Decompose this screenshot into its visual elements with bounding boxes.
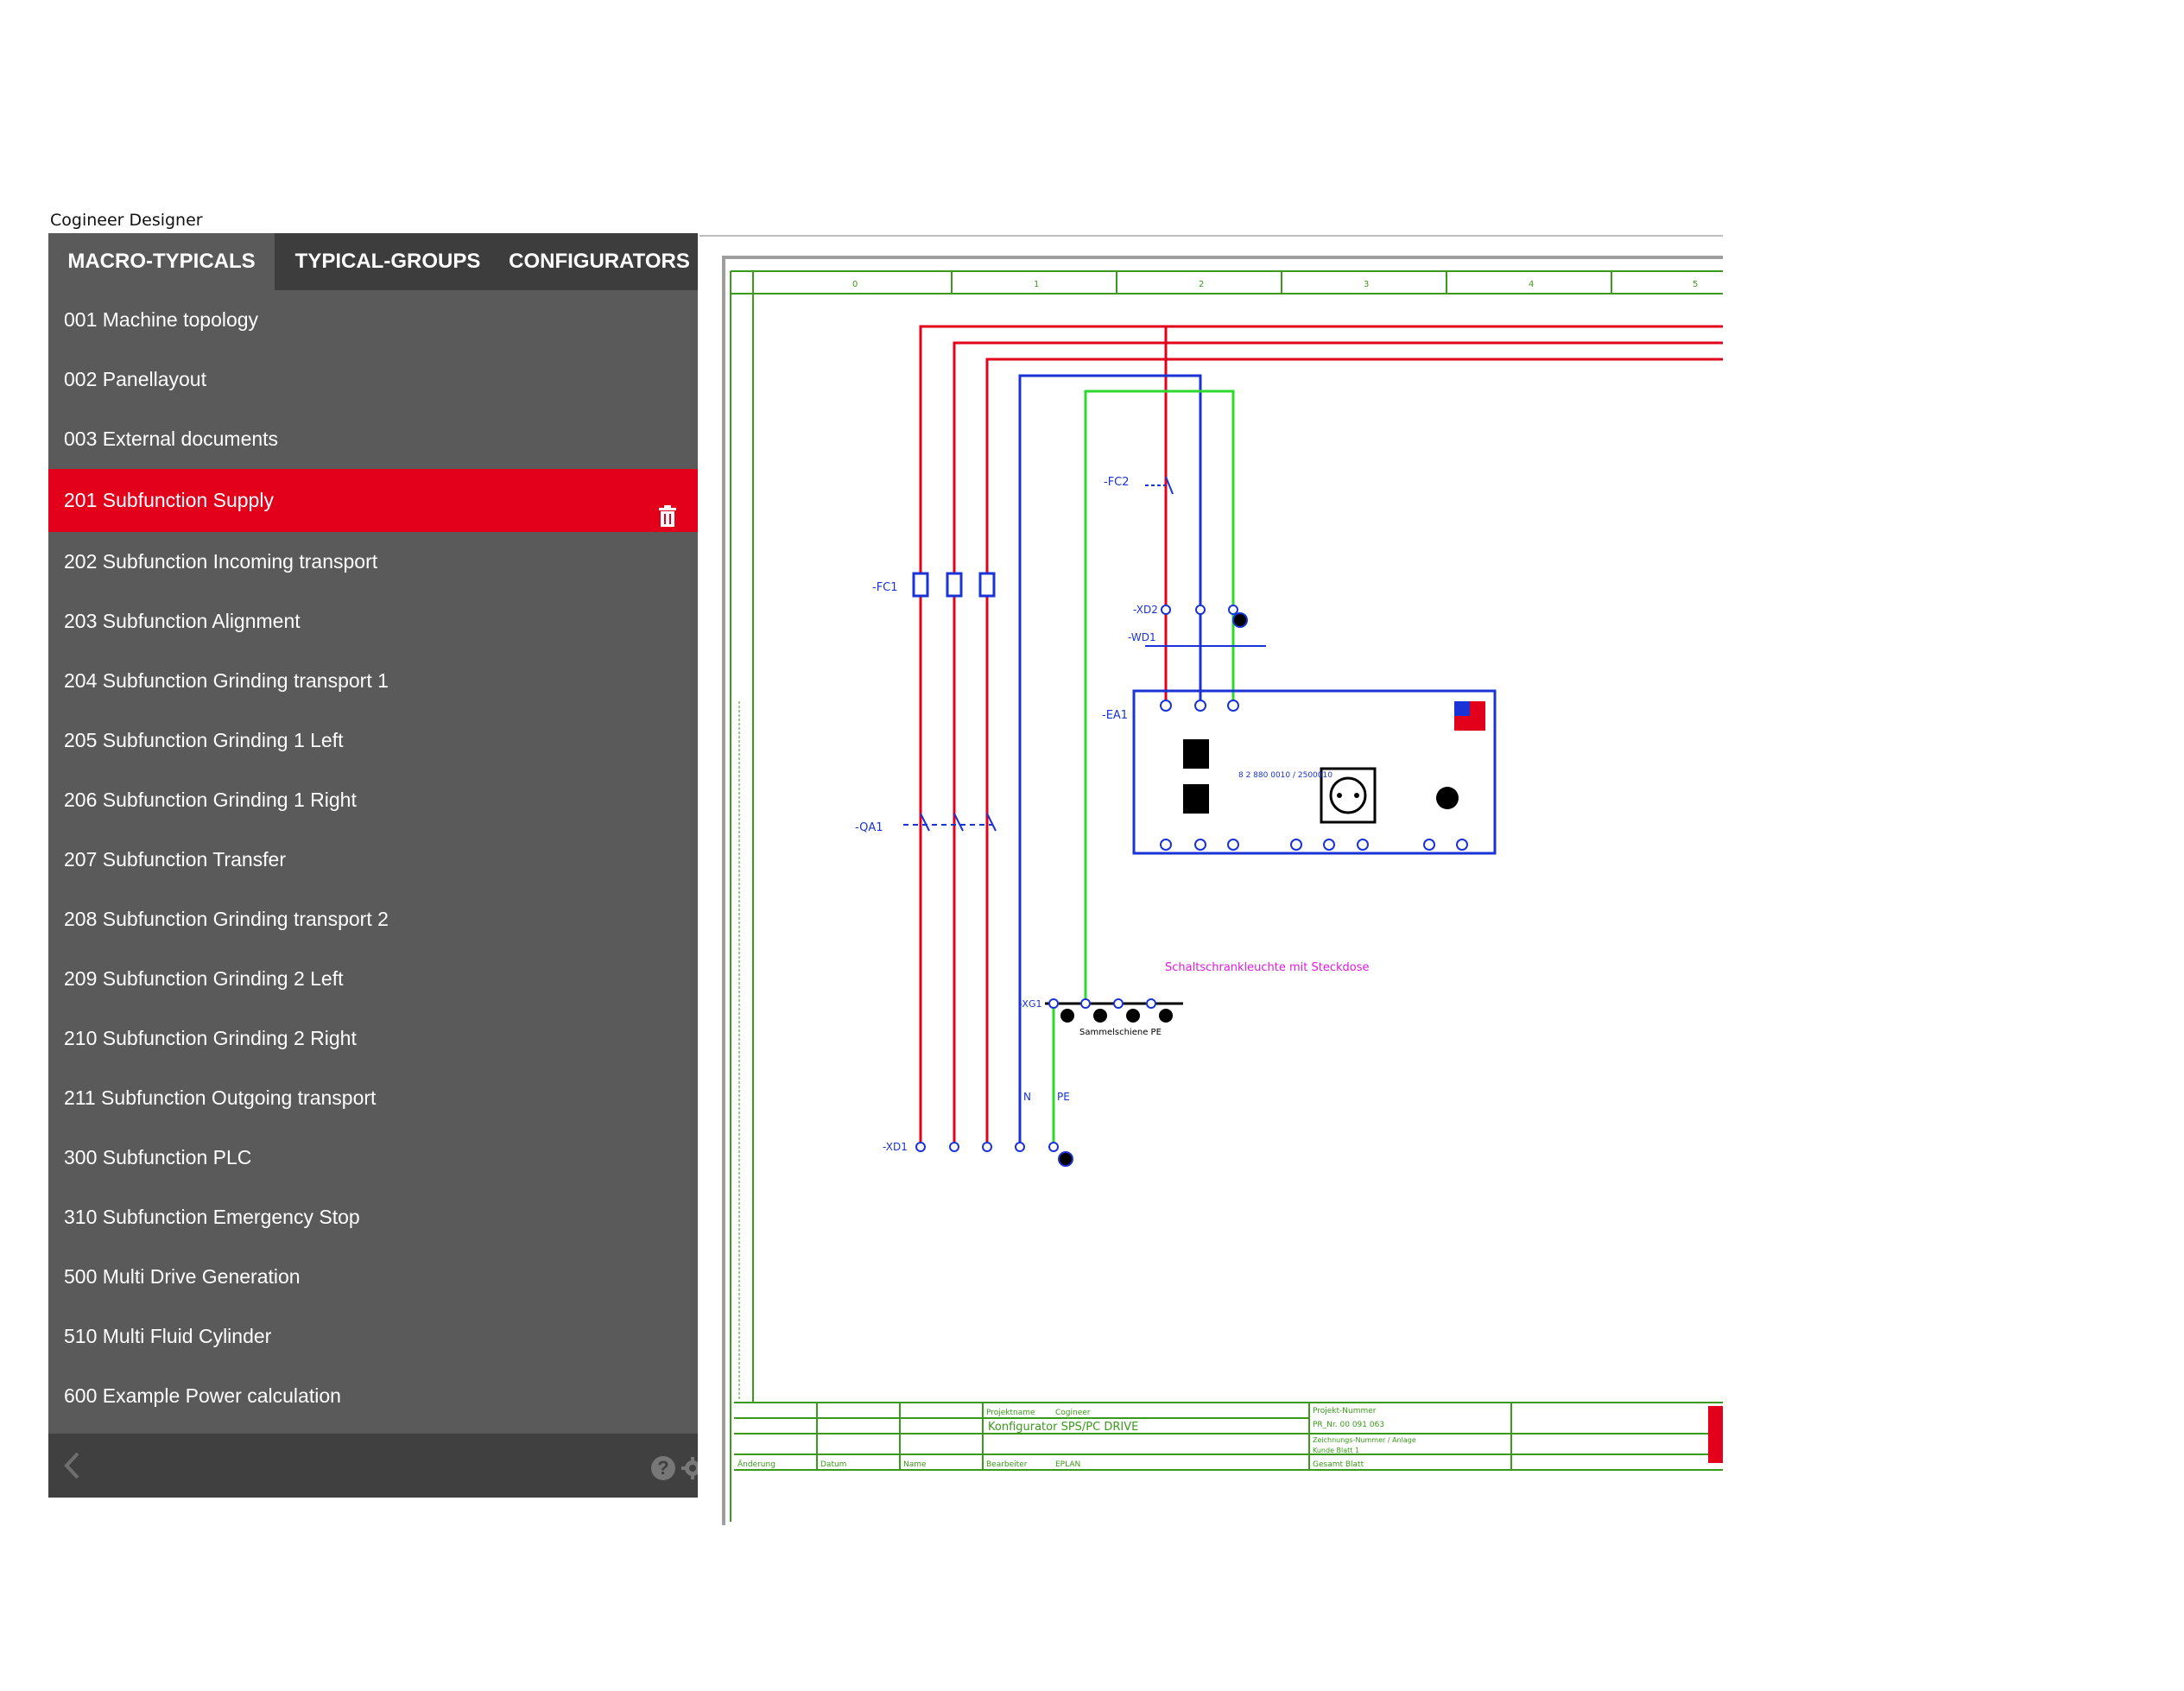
tb-change-label: Änderung bbox=[737, 1460, 775, 1469]
tb-project-name-value: Cogineer bbox=[1055, 1409, 1091, 1417]
list-item[interactable]: 207 Subfunction Transfer bbox=[64, 848, 286, 871]
list-item[interactable]: 211 Subfunction Outgoing transport bbox=[64, 1086, 377, 1109]
label-n: N bbox=[1023, 1091, 1031, 1103]
tb-sheet-label: Gesamt Blatt bbox=[1313, 1460, 1364, 1469]
canvas-frame-top bbox=[722, 256, 1723, 259]
label-pe: PE bbox=[1057, 1091, 1070, 1103]
fuse-fc1 bbox=[912, 572, 996, 598]
app-title: Cogineer Designer bbox=[50, 211, 203, 230]
list-item[interactable]: 204 Subfunction Grinding transport 1 bbox=[64, 669, 389, 692]
power-lines bbox=[919, 325, 1723, 1147]
tb-grid-row-2: Kunde Blatt 1 bbox=[1313, 1447, 1359, 1454]
label-qa1: -QA1 bbox=[855, 821, 883, 834]
macro-list: 001 Machine topology 002 Panellayout 003… bbox=[48, 290, 698, 1426]
label-fc1: -FC1 bbox=[872, 581, 898, 594]
list-item[interactable]: 510 Multi Fluid Cylinder bbox=[64, 1325, 272, 1347]
list-item[interactable]: 202 Subfunction Incoming transport bbox=[64, 550, 378, 573]
tb-project-number-label: Projekt-Nummer bbox=[1313, 1407, 1377, 1416]
chevron-left-icon[interactable] bbox=[62, 1451, 83, 1480]
schematic-canvas[interactable]: 0 1 2 3 4 5 -FC1 -QA1 - bbox=[700, 235, 1723, 1530]
tb-date-label: Datum bbox=[820, 1460, 846, 1469]
canvas-frame-left bbox=[722, 256, 725, 1525]
list-item[interactable]: 002 Panellayout bbox=[64, 368, 206, 390]
breaker-fc2 bbox=[1145, 476, 1174, 495]
neutral-line bbox=[1018, 374, 1202, 1147]
label-wd1: -WD1 bbox=[1128, 631, 1156, 643]
ea1-part-number: 8 2 880 0010 / 2500010 bbox=[1238, 771, 1333, 780]
list-item[interactable]: 310 Subfunction Emergency Stop bbox=[64, 1206, 360, 1228]
grid-col-3: 3 bbox=[1364, 280, 1369, 289]
device-ea1 bbox=[1132, 689, 1497, 855]
list-item[interactable]: 206 Subfunction Grinding 1 Right bbox=[64, 788, 357, 811]
label-xd1: -XD1 bbox=[883, 1141, 908, 1153]
list-item[interactable]: 500 Multi Drive Generation bbox=[64, 1265, 301, 1288]
label-fc2: -FC2 bbox=[1104, 476, 1130, 489]
list-item[interactable]: 600 Example Power calculation bbox=[64, 1384, 341, 1407]
tb-name-label: Name bbox=[903, 1460, 927, 1469]
pe-terminal-bar bbox=[1045, 998, 1183, 1023]
terminals-xd2 bbox=[1161, 605, 1248, 628]
title-block bbox=[734, 1402, 1723, 1471]
grid-col-2: 2 bbox=[1199, 280, 1204, 289]
canvas-top-border bbox=[700, 235, 1723, 237]
trash-icon[interactable] bbox=[658, 490, 677, 527]
help-icon[interactable]: ? bbox=[651, 1456, 675, 1480]
label-xg1: -XG1 bbox=[1019, 998, 1041, 1010]
list-item[interactable]: 203 Subfunction Alignment bbox=[64, 610, 301, 632]
switch-qa1 bbox=[903, 813, 997, 832]
tab-typical-groups[interactable]: TYPICAL-GROUPS bbox=[294, 250, 481, 273]
note-cabinet-light: Schaltschrankleuchte mit Steckdose bbox=[1165, 961, 1370, 974]
list-item[interactable]: 300 Subfunction PLC bbox=[64, 1146, 252, 1168]
list-item[interactable]: 003 External documents bbox=[64, 428, 279, 450]
tb-creator-value: EPLAN bbox=[1055, 1460, 1080, 1469]
grid-col-1: 1 bbox=[1034, 280, 1039, 289]
pe-line bbox=[1052, 390, 1235, 1147]
tb-project-number-value: PR_Nr. 00 091 063 bbox=[1313, 1421, 1384, 1429]
tab-configurators[interactable]: CONFIGURATORS bbox=[509, 250, 690, 273]
list-item[interactable]: 209 Subfunction Grinding 2 Left bbox=[64, 967, 344, 990]
terminals-xd1 bbox=[915, 1142, 1073, 1167]
macro-panel: MACRO-TYPICALS TYPICAL-GROUPS CONFIGURAT… bbox=[48, 233, 698, 1498]
tb-project-name-label: Projektname bbox=[986, 1409, 1035, 1417]
tb-creator-label: Bearbeiter bbox=[986, 1460, 1028, 1469]
grid-col-4: 4 bbox=[1529, 280, 1534, 289]
gear-icon[interactable] bbox=[681, 1456, 698, 1480]
label-xd2: -XD2 bbox=[1133, 604, 1158, 616]
grid-col-0: 0 bbox=[852, 280, 858, 289]
list-item[interactable]: 208 Subfunction Grinding transport 2 bbox=[64, 908, 389, 930]
grid-col-5: 5 bbox=[1693, 280, 1698, 289]
tab-bar: MACRO-TYPICALS TYPICAL-GROUPS CONFIGURAT… bbox=[48, 233, 698, 290]
list-item[interactable]: 210 Subfunction Grinding 2 Right bbox=[64, 1027, 357, 1049]
tab-macro-typicals[interactable]: MACRO-TYPICALS bbox=[48, 233, 275, 290]
list-item-selected[interactable]: 201 Subfunction Supply bbox=[48, 469, 698, 532]
label-ea1: -EA1 bbox=[1102, 709, 1128, 722]
list-item-label: 201 Subfunction Supply bbox=[64, 489, 274, 511]
panel-footer: ? bbox=[48, 1434, 698, 1498]
tb-title: Konfigurator SPS/PC DRIVE bbox=[988, 1421, 1138, 1434]
sheet-frame: 0 1 2 3 4 5 bbox=[730, 270, 1723, 1522]
caption-pe-bar: Sammelschiene PE bbox=[1079, 1028, 1162, 1037]
tb-grid-row-1: Zeichnungs-Nummer / Anlage bbox=[1313, 1436, 1416, 1444]
list-item[interactable]: 205 Subfunction Grinding 1 Left bbox=[64, 729, 344, 751]
list-item[interactable]: 001 Machine topology bbox=[64, 308, 259, 331]
